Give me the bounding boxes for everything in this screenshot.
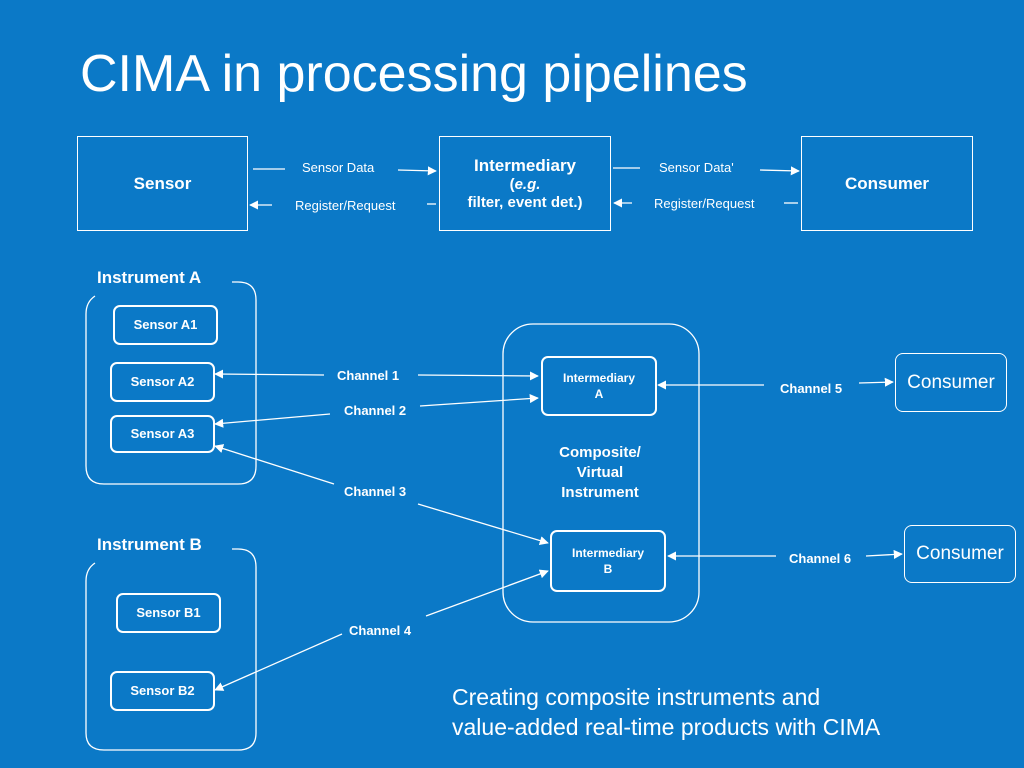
caption-line1: Creating composite instruments and (452, 684, 821, 710)
instrument-a-label: Instrument A (93, 268, 206, 288)
channel-1-label: Channel 1 (337, 368, 400, 383)
channel-2-right-arrow (419, 394, 539, 407)
arrow-intermediary-to-consumer-head (759, 166, 800, 176)
sensor-a1-label: Sensor A1 (133, 317, 198, 332)
channel-4-right-arrow (425, 569, 549, 617)
channel-1-right-arrow (417, 371, 539, 381)
sensor-b1-box: Sensor B1 (116, 593, 221, 633)
composite-label-line3: Instrument (561, 484, 639, 501)
channel-6-right-arrow (865, 549, 903, 559)
slide-title: CIMA in processing pipelines (80, 45, 748, 103)
intermediary-a-line1: Intermediary (562, 371, 636, 385)
channel-4-label: Channel 4 (349, 623, 412, 638)
intermediary-b-line1: Intermediary (571, 546, 645, 560)
sensor-a1-box: Sensor A1 (113, 305, 218, 345)
channel-4-left-arrow (214, 633, 343, 691)
intermediary-b-line2: B (603, 562, 613, 576)
intermediary-eg: (e.g. (509, 175, 541, 193)
register-request-right-label: Register/Request (654, 196, 755, 211)
channel-2-label: Channel 2 (344, 403, 407, 418)
channel-5-label: Channel 5 (780, 381, 843, 396)
composite-container (502, 323, 700, 623)
sensor-a2-label: Sensor A2 (130, 374, 195, 389)
instrument-b-bracket (85, 548, 257, 751)
sensor-b1-label: Sensor B1 (136, 605, 201, 620)
channel-2-left-arrow (214, 413, 331, 428)
sensor-a3-label: Sensor A3 (130, 426, 195, 441)
sensor-data-label: Sensor Data (302, 160, 375, 175)
composite-label-line2: Virtual (576, 464, 624, 481)
register-request-left-label: Register/Request (295, 198, 396, 213)
consumer-1-label: Consumer (907, 371, 995, 393)
consumer-2-label: Consumer (916, 543, 1004, 564)
channel-1-left-arrow (214, 369, 325, 379)
intermediary-examples: filter, event det.) (467, 193, 583, 211)
channel-3-label: Channel 3 (344, 484, 407, 499)
intermediary-b-box: Intermediary B (550, 530, 666, 592)
channel-5-right-arrow (858, 377, 894, 387)
composite-label-line1: Composite/ (559, 444, 641, 461)
intermediary-a-box: Intermediary A (541, 356, 657, 416)
channel-6-label: Channel 6 (789, 551, 852, 566)
arrow-sensor-to-intermediary-head (397, 166, 437, 176)
consumer-label: Consumer (844, 173, 930, 193)
sensor-label: Sensor (133, 173, 192, 193)
sensor-data-prime-label: Sensor Data' (659, 160, 734, 175)
channel-3-right-arrow (417, 503, 549, 546)
sensor-a3-box: Sensor A3 (110, 415, 215, 453)
composite-label: Composite/ Virtual Instrument (530, 443, 670, 503)
consumer-2-box: Consumer (904, 525, 1016, 583)
intermediary-a-line2: A (594, 387, 604, 401)
consumer-box: Consumer (801, 136, 973, 231)
instrument-b-label: Instrument B (93, 535, 206, 555)
sensor-a2-box: Sensor A2 (110, 362, 215, 402)
instrument-a-bracket (85, 281, 257, 485)
caption: Creating composite instruments and value… (452, 682, 1012, 742)
caption-line2: value-added real-time products with CIMA (452, 714, 881, 740)
consumer-1-box: Consumer (895, 353, 1007, 412)
sensor-b2-label: Sensor B2 (130, 683, 195, 698)
intermediary-box: Intermediary (e.g. filter, event det.) (439, 136, 611, 231)
channel-3-left-arrow (214, 444, 335, 485)
sensor-box: Sensor (77, 136, 248, 231)
sensor-b2-box: Sensor B2 (110, 671, 215, 711)
intermediary-label: Intermediary (473, 155, 577, 175)
